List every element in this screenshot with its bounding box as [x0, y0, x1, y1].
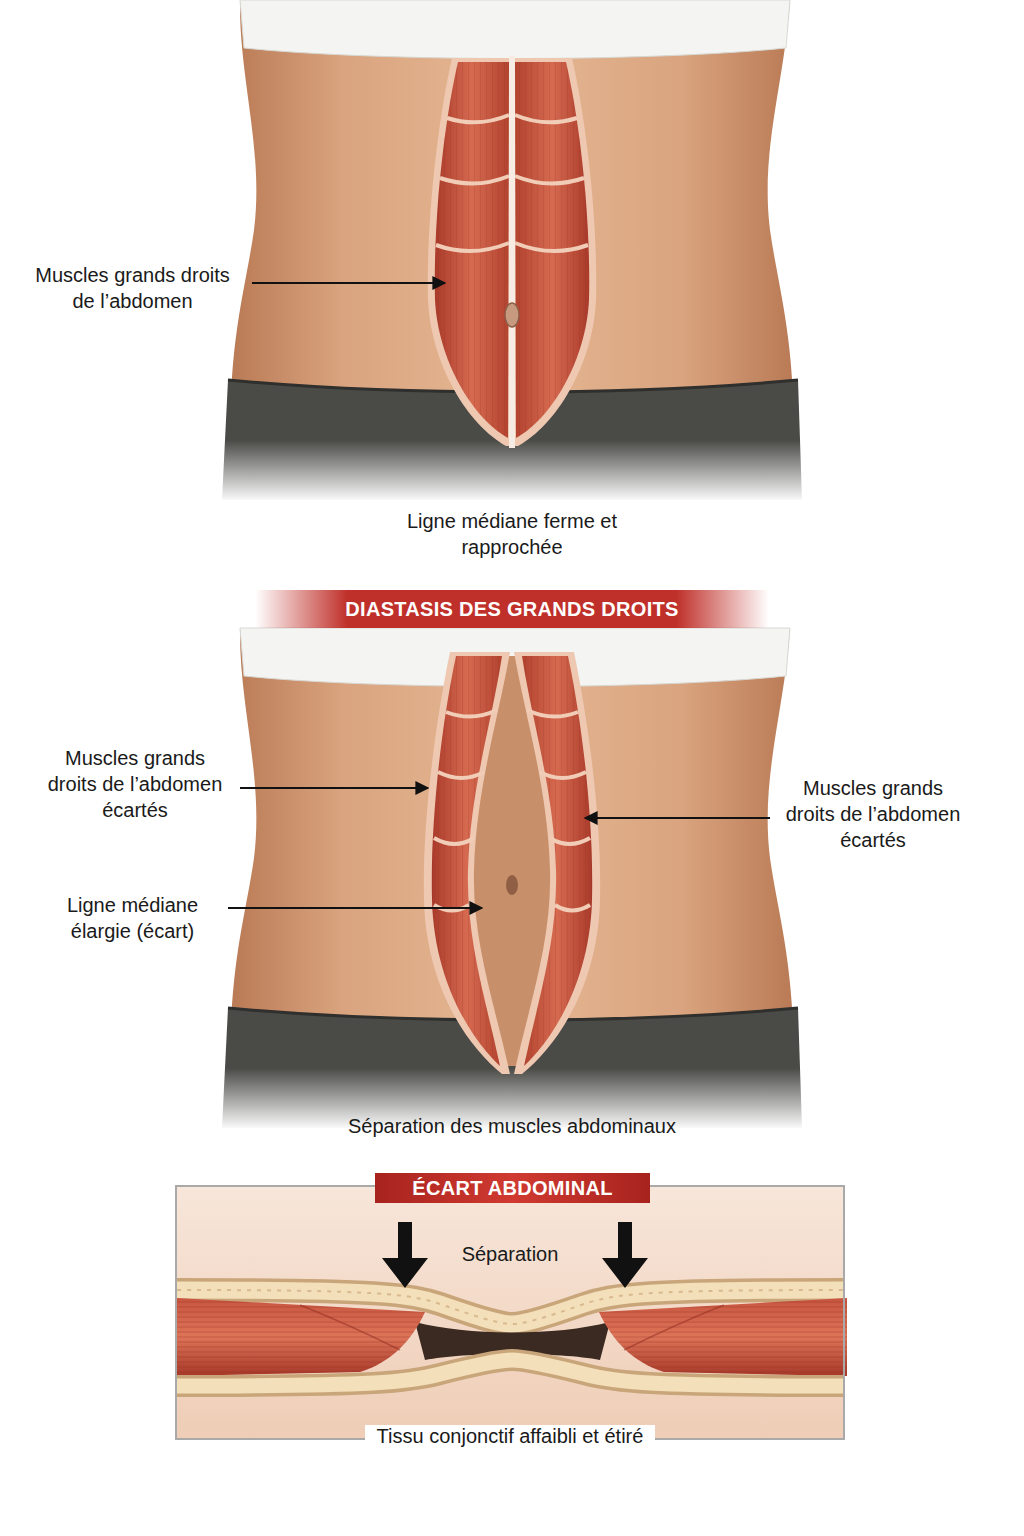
node-text: Tissu conjonctif affaibli et étiré [177, 1425, 843, 1448]
label-text: Ligne médiane élargie (écart) [45, 892, 220, 944]
title-band: ÉCART ABDOMINAL [375, 1173, 650, 1203]
label-text: Muscles grands droits de l’abdomen [25, 262, 240, 314]
label-text: Muscles grands droits de l’abdomen écart… [778, 775, 968, 853]
section-panel: SéparationTissu conjonctif affaibli et é… [175, 1185, 845, 1440]
label-text: Séparation des muscles abdominaux [312, 1113, 712, 1139]
label-text: Ligne médiane ferme et rapprochée [402, 508, 622, 560]
node-text: DIASTASIS DES GRANDS DROITS [345, 598, 678, 621]
node-text: ÉCART ABDOMINAL [412, 1177, 612, 1200]
title-band: DIASTASIS DES GRANDS DROITS [255, 590, 769, 628]
node-text: Séparation [177, 1243, 843, 1266]
label-text: Muscles grands droits de l’abdomen écart… [40, 745, 230, 823]
